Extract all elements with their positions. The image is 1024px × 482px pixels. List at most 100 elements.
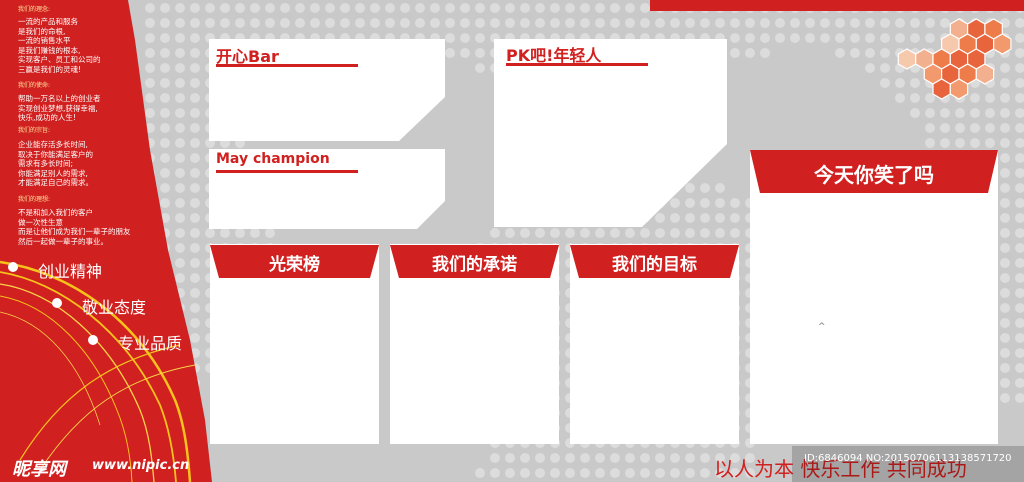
pattern-dot xyxy=(1000,363,1010,373)
pattern-dot xyxy=(715,18,725,28)
pk-title: PK吧!年轻人 xyxy=(506,46,602,65)
pattern-dot xyxy=(175,183,185,193)
pattern-dot xyxy=(265,18,275,28)
pattern-dot xyxy=(730,228,740,238)
pattern-dot xyxy=(355,18,365,28)
pattern-dot xyxy=(310,3,320,13)
pattern-dot xyxy=(400,18,410,28)
pattern-dot xyxy=(190,273,200,283)
pattern-dot xyxy=(190,138,200,148)
pattern-dot xyxy=(175,258,185,268)
pattern-dot xyxy=(760,18,770,28)
pattern-dot xyxy=(190,63,200,73)
pattern-dot xyxy=(415,3,425,13)
pattern-dot xyxy=(715,468,725,478)
pattern-dot xyxy=(745,48,755,58)
pattern-dot xyxy=(175,123,185,133)
pattern-dot xyxy=(1015,318,1024,328)
pattern-dot xyxy=(730,198,740,208)
pattern-dot xyxy=(1015,138,1024,148)
pattern-dot xyxy=(640,3,650,13)
pattern-dot xyxy=(385,3,395,13)
pattern-dot xyxy=(1000,243,1010,253)
pattern-dot xyxy=(190,78,200,88)
may-champion-board xyxy=(209,149,445,229)
may-champion-underline xyxy=(216,170,358,173)
pattern-dot xyxy=(745,18,755,28)
pattern-dot xyxy=(325,3,335,13)
pattern-dot xyxy=(700,18,710,28)
pattern-dot xyxy=(175,168,185,178)
pattern-dot xyxy=(640,18,650,28)
pattern-dot xyxy=(985,108,995,118)
pattern-dot xyxy=(550,228,560,238)
pattern-dot xyxy=(175,108,185,118)
pattern-dot xyxy=(715,183,725,193)
pattern-dot xyxy=(730,33,740,43)
pattern-dot xyxy=(190,93,200,103)
pattern-dot xyxy=(1015,363,1024,373)
slogan-text: 以人为本 快乐工作 共同成功 xyxy=(714,457,967,481)
pattern-dot xyxy=(175,63,185,73)
pattern-dot xyxy=(490,228,500,238)
pattern-dot xyxy=(715,228,725,238)
hexagon-cell xyxy=(992,33,1012,55)
pattern-dot xyxy=(730,468,740,478)
pattern-dot xyxy=(460,48,470,58)
pattern-dot xyxy=(640,453,650,463)
pattern-dot xyxy=(1000,153,1010,163)
pattern-dot xyxy=(145,48,155,58)
pattern-dot xyxy=(730,213,740,223)
pattern-dot xyxy=(820,18,830,28)
pattern-dot xyxy=(730,18,740,28)
pattern-dot xyxy=(160,93,170,103)
pattern-dot xyxy=(295,18,305,28)
pattern-dot xyxy=(625,468,635,478)
philosophy-text: 一流的产品和服务 是我们的命根, 一流的销售水平 是我们赚钱的根本, 实现客户、… xyxy=(18,17,101,74)
pattern-dot xyxy=(475,48,485,58)
pattern-dot xyxy=(190,243,200,253)
pattern-dot xyxy=(805,33,815,43)
pattern-dot xyxy=(505,3,515,13)
pattern-dot xyxy=(535,18,545,28)
site-logo-text: 昵享网 xyxy=(12,459,66,480)
pattern-dot xyxy=(580,18,590,28)
pattern-dot xyxy=(985,138,995,148)
pattern-dot xyxy=(655,228,665,238)
pattern-dot xyxy=(985,93,995,103)
hexagon-cell xyxy=(897,48,917,70)
pattern-dot xyxy=(1000,273,1010,283)
pattern-dot xyxy=(655,213,665,223)
pattern-dot xyxy=(955,123,965,133)
pattern-dot xyxy=(520,228,530,238)
pattern-dot xyxy=(460,33,470,43)
pattern-dot xyxy=(175,33,185,43)
pattern-dot xyxy=(145,33,155,43)
pattern-dot xyxy=(820,33,830,43)
pattern-dot xyxy=(145,108,155,118)
pattern-dot xyxy=(895,18,905,28)
pattern-dot xyxy=(910,78,920,88)
pattern-dot xyxy=(895,78,905,88)
pattern-dot xyxy=(145,93,155,103)
pattern-dot xyxy=(880,78,890,88)
pattern-dot xyxy=(625,453,635,463)
pattern-dot xyxy=(565,468,575,478)
pattern-dot xyxy=(790,33,800,43)
pattern-dot xyxy=(1000,78,1010,88)
pattern-dot xyxy=(775,18,785,28)
pattern-dot xyxy=(1000,198,1010,208)
pattern-dot xyxy=(700,468,710,478)
pattern-dot xyxy=(385,18,395,28)
pattern-dot xyxy=(910,93,920,103)
pattern-dot xyxy=(490,18,500,28)
pattern-dot xyxy=(490,453,500,463)
pattern-dot xyxy=(475,63,485,73)
pattern-dot xyxy=(190,258,200,268)
pattern-dot xyxy=(1015,183,1024,193)
pattern-dot xyxy=(490,3,500,13)
pattern-dot xyxy=(520,453,530,463)
pattern-dot xyxy=(340,3,350,13)
pattern-dot xyxy=(550,468,560,478)
pattern-dot xyxy=(190,228,200,238)
